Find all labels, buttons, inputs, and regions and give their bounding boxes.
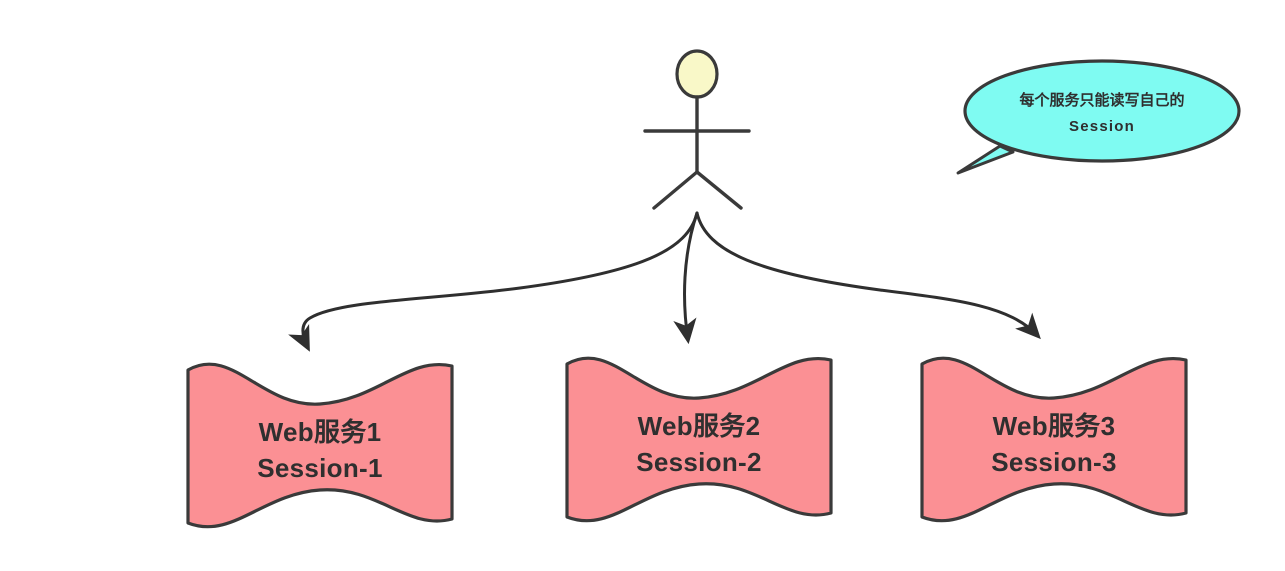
connector-actor-to-service-2 bbox=[673, 211, 699, 345]
web-service-3-label-line1: Web服务3 bbox=[993, 411, 1116, 441]
callout-tail bbox=[956, 144, 1015, 175]
person-head-icon bbox=[675, 49, 719, 99]
web-service-2-label-line2: Session-2 bbox=[636, 447, 762, 477]
web-service-2-node[interactable]: Web服务2 Session-2 bbox=[565, 356, 833, 523]
callout-bubble-shape bbox=[963, 59, 1241, 163]
user-actor bbox=[643, 49, 751, 210]
web-service-2-flag-shape bbox=[565, 356, 833, 523]
web-service-2-label-line1: Web服务2 bbox=[638, 411, 761, 441]
web-service-1-flag-shape bbox=[186, 362, 454, 529]
web-service-1-node[interactable]: Web服务1 Session-1 bbox=[186, 362, 454, 529]
callout-text-line1: 每个服务只能读写自己的 bbox=[1019, 91, 1184, 109]
callout-bubble[interactable]: 每个服务只能读写自己的 Session bbox=[956, 59, 1241, 175]
web-service-3-label-line2: Session-3 bbox=[991, 447, 1117, 477]
connector-actor-to-service-3 bbox=[695, 211, 1041, 340]
actor-leg-right bbox=[695, 170, 743, 210]
web-service-3-node[interactable]: Web服务3 Session-3 bbox=[920, 356, 1188, 523]
web-service-1-label-line2: Session-1 bbox=[257, 453, 383, 483]
connector-actor-to-service-1 bbox=[288, 211, 699, 352]
actor-leg-left bbox=[652, 170, 699, 210]
web-service-1-label-line1: Web服务1 bbox=[259, 417, 382, 447]
web-service-3-flag-shape bbox=[920, 356, 1188, 523]
connector-group bbox=[288, 211, 1041, 352]
callout-text-line2: Session bbox=[1069, 118, 1135, 135]
